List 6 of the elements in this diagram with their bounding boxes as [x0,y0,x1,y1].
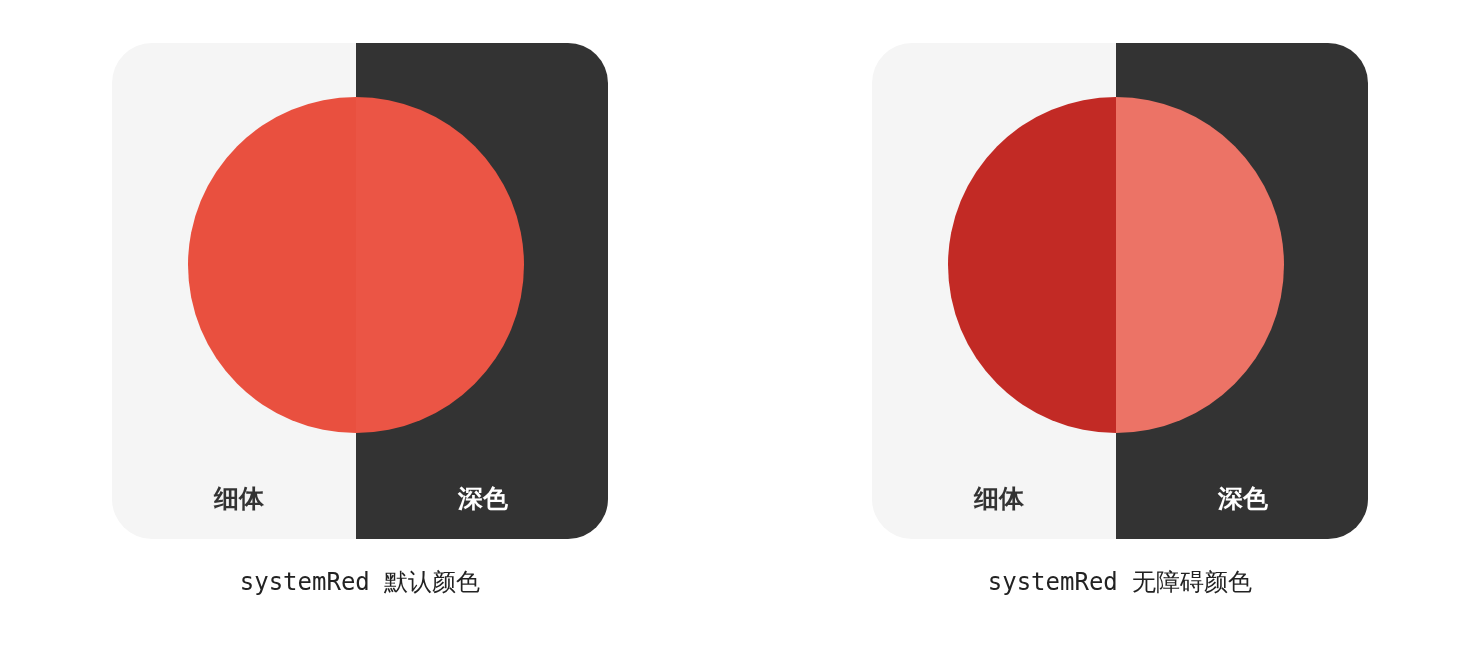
panel-label: 深色 [458,484,508,514]
panel-label: 深色 [1218,484,1268,514]
caption: systemRed 无障碍颜色 [987,567,1253,597]
panel-label: 细体 [974,484,1024,514]
caption: systemRed 默认颜色 [239,567,481,597]
panel-label: 细体 [214,484,264,514]
